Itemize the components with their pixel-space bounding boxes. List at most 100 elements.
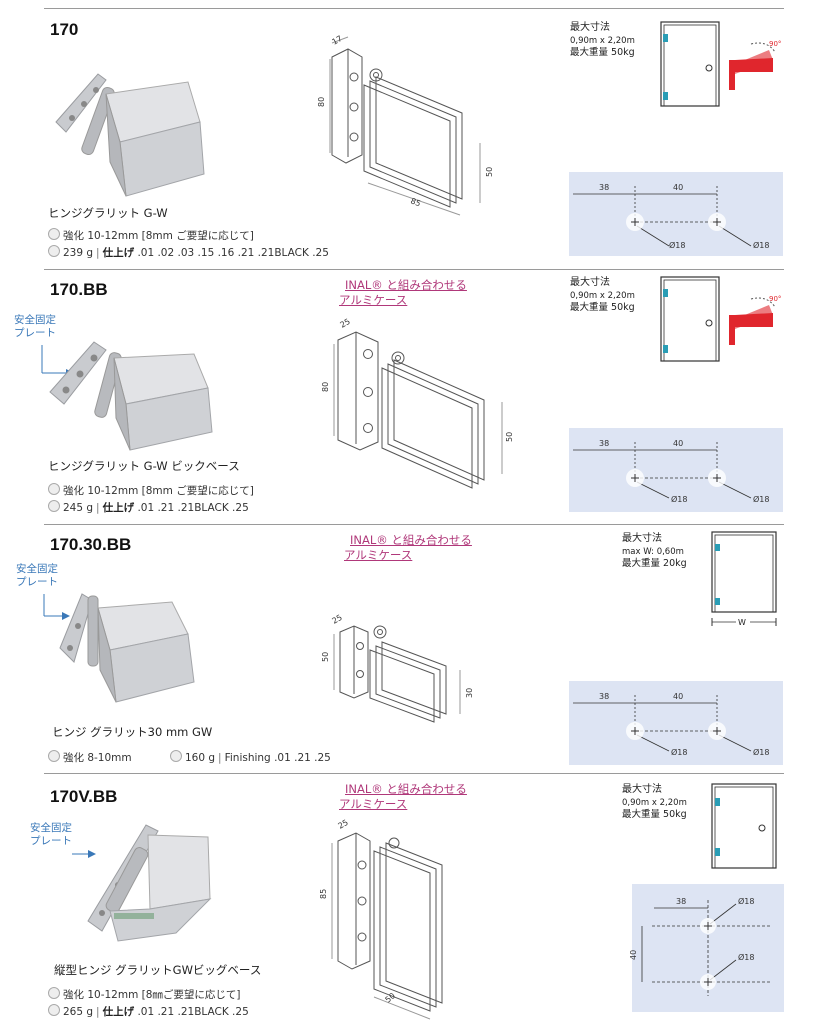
spec-finish: .01 .21 .21BLACK .25 — [137, 1006, 249, 1018]
spec-weight-finish: 245 g|仕上げ .01 .21 .21BLACK .25 — [48, 500, 249, 515]
dim-height: 50 — [321, 652, 330, 662]
spec-glass-text: 強化 10-12mm [8㎜ご要望に応じて] — [63, 989, 241, 1001]
hole-spacing-2: 40 — [673, 439, 683, 448]
dim-glass-height: 50 — [505, 432, 514, 442]
hole-pattern-panel — [569, 681, 783, 765]
spec-glass: 強化 10-12mm [8㎜ご要望に応じて] — [48, 987, 241, 1002]
hinge-photo — [87, 824, 212, 942]
inal-line-2: アルミケース — [339, 797, 408, 811]
hole-dia-2: Ø18 — [753, 240, 769, 250]
dim-depth: 25 — [331, 613, 344, 626]
limits-block: 最大寸法 max W: 0,60m 最大重量 20kg — [622, 533, 687, 571]
product-code: 170.30.BB — [50, 535, 132, 554]
limits-block: 最大寸法 0,90m x 2,20m 最大重量 50kg — [570, 22, 635, 60]
plate-label-line-2: プレート — [30, 835, 72, 847]
limits-weight: 最大重量 20kg — [622, 558, 687, 569]
spec-weight: 265 g — [63, 1006, 94, 1018]
limits-weight: 最大重量 50kg — [570, 47, 635, 58]
hole-dia-2: Ø18 — [753, 494, 769, 504]
hole-dia-1: Ø18 — [671, 494, 687, 504]
angle-label: 90° — [769, 295, 781, 303]
weight-icon — [48, 245, 60, 257]
technical-drawing: 17 80 85 50 — [317, 34, 494, 216]
dim-height: 80 — [317, 97, 326, 107]
angle-label: 90° — [769, 40, 781, 48]
limits-size: 0,90m x 2,20m — [622, 797, 687, 808]
weight-icon — [48, 1004, 60, 1016]
plate-label: 安全固定 プレート — [14, 314, 56, 340]
technical-drawing: 25 50 30 — [321, 613, 474, 723]
plate-label: 安全固定 プレート — [16, 563, 58, 589]
hole-spacing-2: 40 — [673, 692, 683, 701]
dim-glass-height: 50 — [485, 167, 494, 177]
hole-dia-2: Ø18 — [738, 952, 754, 962]
technical-drawing: 25 80 50 — [321, 317, 514, 489]
limits-block: 最大寸法 0,90m x 2,20m 最大重量 50kg — [570, 277, 635, 315]
inal-line-1: INAL® と組み合わせる — [350, 533, 472, 547]
spec-glass: 強化 10-12mm [8mm ご要望に応じて] — [48, 483, 254, 498]
spec-weight-finish: 160 g|Finishing .01 .21 .25 — [170, 750, 331, 764]
weight-icon — [48, 500, 60, 512]
spec-finish: .01 .02 .03 .15 .16 .21 .21BLACK .25 — [137, 247, 329, 259]
dim-depth: 25 — [337, 818, 350, 831]
spec-glass-text: 強化 10-12mm [8mm ご要望に応じて] — [63, 230, 254, 242]
spec-weight: 239 g — [63, 247, 94, 259]
spec-glass: 強化 8-10mm — [48, 750, 132, 765]
hinge-photo — [55, 73, 205, 197]
spec-weight-finish: 239 g|仕上げ .01 .02 .03 .15 .16 .21 .21BLA… — [48, 245, 329, 260]
limits-size: max W: 0,60m — [622, 546, 684, 557]
hole-dia-1: Ø18 — [669, 240, 685, 250]
limits-weight: 最大重量 50kg — [622, 809, 687, 820]
divider-3 — [44, 773, 784, 774]
width-label: W — [738, 618, 746, 627]
divider-2 — [44, 524, 784, 525]
limits-title: 最大寸法 — [622, 784, 662, 795]
product-name: 縦型ヒンジ グラリットGWビッグベース — [54, 963, 262, 977]
dim-depth: 25 — [339, 317, 352, 330]
hinge-photo — [59, 593, 195, 703]
hole-pattern: 38 40 Ø18 Ø18 — [629, 896, 772, 996]
product-code: 170.BB — [50, 280, 108, 299]
divider-top — [44, 8, 784, 9]
door-diagram: 90° — [660, 276, 781, 362]
hole-spacing-1: 38 — [599, 183, 609, 192]
hole-dia-2: Ø18 — [753, 747, 769, 757]
plate-label: 安全固定 プレート — [30, 822, 72, 848]
technical-drawing: 25 85 50 — [319, 818, 443, 1020]
inal-line-1: INAL® と組み合わせる — [345, 782, 467, 796]
weight-icon — [170, 750, 182, 762]
limits-weight: 最大重量 50kg — [570, 302, 635, 313]
hole-spacing-1: 38 — [676, 897, 686, 906]
limits-size: 0,90m x 2,20m — [570, 290, 635, 301]
limits-title: 最大寸法 — [622, 533, 662, 544]
plate-label-line-1: 安全固定 — [30, 822, 72, 834]
product-name: ヒンジグラリット G-W ビックベース — [48, 459, 240, 473]
glass-icon — [48, 987, 60, 999]
door-diagram — [711, 783, 777, 869]
door-diagram: 90° — [660, 21, 781, 107]
spec-weight: 160 g — [185, 752, 216, 764]
plate-arrow — [43, 594, 70, 620]
spec-glass-text: 強化 8-10mm — [63, 752, 132, 764]
product-name: ヒンジグラリット G-W — [48, 206, 168, 220]
inal-line-1: INAL® と組み合わせる — [345, 278, 467, 292]
hole-spacing-1: 38 — [599, 692, 609, 701]
hole-spacing-2: 40 — [629, 950, 638, 960]
door-diagram: W — [711, 531, 777, 627]
hole-spacing-2: 40 — [673, 183, 683, 192]
inal-label: INAL® と組み合わせる アルミケース — [339, 278, 467, 308]
hole-pattern: 38 40 Ø18 Ø18 — [573, 439, 769, 504]
spec-finish: .01 .21 .25 — [274, 752, 331, 764]
plate-label-line-1: 安全固定 — [16, 563, 58, 575]
hole-spacing-1: 38 — [599, 439, 609, 448]
inal-label: INAL® と組み合わせる アルミケース — [339, 782, 467, 812]
spec-finish-label: 仕上げ — [102, 502, 135, 514]
limits-block: 最大寸法 0,90m x 2,20m 最大重量 50kg — [622, 784, 687, 822]
spec-weight: 245 g — [63, 502, 94, 514]
spec-finish-label: 仕上げ — [102, 247, 135, 259]
dim-depth: 17 — [331, 34, 344, 47]
dim-length: 85 — [409, 196, 422, 208]
inal-line-2: アルミケース — [339, 293, 408, 307]
hole-pattern-panel — [569, 428, 783, 512]
divider-1 — [44, 269, 784, 270]
